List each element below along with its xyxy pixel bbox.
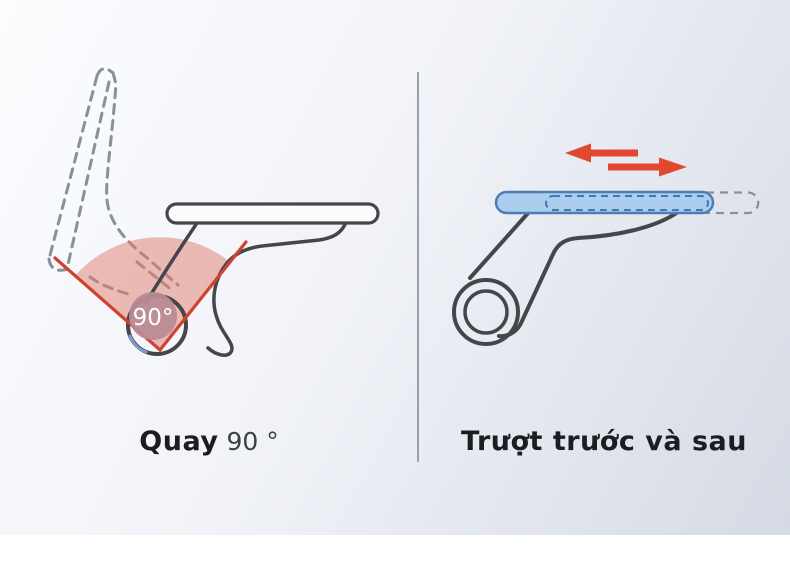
angle-badge-label: 90° (133, 305, 174, 331)
armrest-base-inner-ring (463, 289, 509, 335)
slide-left-arrow-icon (565, 143, 638, 163)
slide-caption: Trượt trước và sau (418, 421, 790, 461)
slide-caption-label: Trượt trước và sau (461, 425, 747, 457)
armrest-base-outer-ring (452, 278, 520, 346)
rotate-caption-primary: Quay (139, 425, 219, 457)
armrest-slide-ghost-extension (706, 191, 760, 215)
rotate-caption: Quay 90 ° (0, 421, 418, 461)
angle-badge (129, 292, 177, 340)
rotate-diagram: 90° (47, 67, 380, 357)
rotate-caption-secondary: 90 ° (226, 426, 279, 456)
pivot-blue-accent-arc (128, 334, 148, 354)
armrest-pad-top (165, 202, 380, 225)
slide-diagram (452, 143, 760, 346)
panel-divider (417, 72, 419, 462)
armrest-slide-ghost-inner (545, 195, 709, 211)
armrest-support-curve (206, 220, 348, 357)
slide-right-arrow-icon (608, 157, 687, 177)
armrest-support-slide (452, 210, 680, 346)
rotation-angle-lines (53, 240, 248, 353)
